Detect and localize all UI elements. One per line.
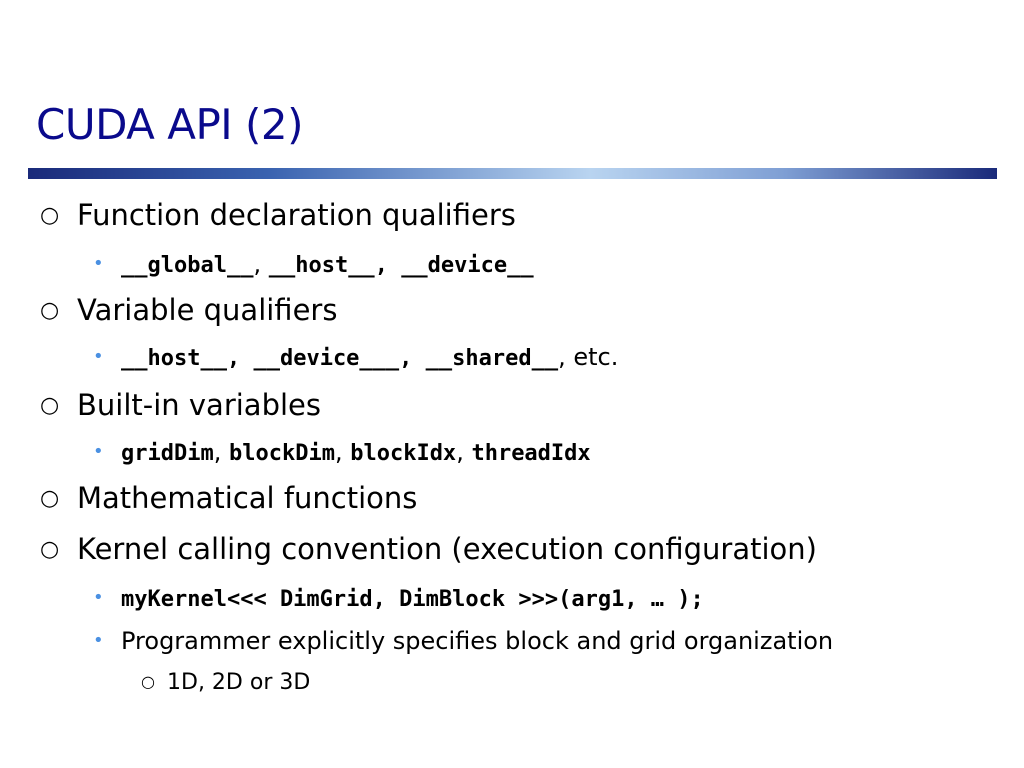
dot-bullet-icon: • <box>93 346 104 367</box>
sub-bullet-function-qualifiers-list: • __global__, __host__, __device__ <box>93 250 534 278</box>
code-separator: , <box>374 253 402 278</box>
code-separator: , <box>226 346 254 371</box>
bullet-text: Kernel calling convention (execution con… <box>77 532 817 566</box>
dot-bullet-icon: • <box>93 587 104 608</box>
bullet-text: 1D, 2D or 3D <box>167 670 311 695</box>
code-threadidx: threadIdx <box>471 441 591 466</box>
code-blockidx: blockIdx <box>350 441 457 466</box>
dot-bullet-icon: • <box>93 253 104 274</box>
code-global: __global__ <box>121 253 254 278</box>
slide-title: CUDA API (2) <box>36 100 304 149</box>
code-kernel-launch: myKernel<<< DimGrid, DimBlock >>>(arg1, … <box>121 587 704 612</box>
bullet-text: Variable qualifiers <box>77 293 338 327</box>
bullet-mathematical-functions: ○ Mathematical functions <box>40 481 417 515</box>
separator: , <box>456 438 472 466</box>
bullet-text: Function declaration qualifiers <box>77 198 516 232</box>
code-device: __device__ <box>401 253 534 278</box>
code-separator: , <box>399 346 426 371</box>
bullet-built-in-variables: ○ Built-in variables <box>40 388 321 422</box>
code-host: __host__ <box>121 346 227 371</box>
hollow-circle-bullet-icon: ○ <box>40 486 60 511</box>
separator: , <box>253 250 269 278</box>
title-underline-bar <box>28 168 997 179</box>
hollow-circle-bullet-icon: ○ <box>40 393 60 418</box>
dot-bullet-icon: • <box>93 441 104 462</box>
bullet-function-declaration-qualifiers: ○ Function declaration qualifiers <box>40 198 516 232</box>
sub-bullet-variable-qualifiers-list: • __host__, __device___, __shared__, etc. <box>93 343 618 371</box>
code-host: __host__ <box>268 253 375 278</box>
bullet-kernel-calling-convention: ○ Kernel calling convention (execution co… <box>40 532 817 566</box>
code-device: __device___ <box>253 346 400 371</box>
code-shared: __shared__ <box>425 346 559 371</box>
bullet-variable-qualifiers: ○ Variable qualifiers <box>40 293 337 327</box>
etc-text: , etc. <box>558 343 619 371</box>
bullet-text: Built-in variables <box>77 388 321 422</box>
sub-bullet-built-in-variables-list: • gridDim, blockDim, blockIdx, threadIdx <box>93 438 591 466</box>
bullet-text: Mathematical functions <box>77 481 418 515</box>
code-blockdim: blockDim <box>228 441 335 466</box>
separator: , <box>213 438 229 466</box>
bullet-text: Programmer explicitly specifies block an… <box>121 627 834 655</box>
sub-sub-bullet-dimensions: ○ 1D, 2D or 3D <box>141 670 310 695</box>
hollow-circle-bullet-icon: ○ <box>141 672 155 691</box>
hollow-circle-bullet-icon: ○ <box>40 537 60 562</box>
sub-bullet-kernel-launch-syntax: • myKernel<<< DimGrid, DimBlock >>>(arg1,… <box>93 584 704 612</box>
code-griddim: gridDim <box>121 441 214 466</box>
sub-bullet-programmer-specifies: • Programmer explicitly specifies block a… <box>93 627 833 655</box>
hollow-circle-bullet-icon: ○ <box>40 298 60 323</box>
separator: , <box>334 438 351 466</box>
dot-bullet-icon: • <box>93 630 104 651</box>
hollow-circle-bullet-icon: ○ <box>40 203 60 228</box>
